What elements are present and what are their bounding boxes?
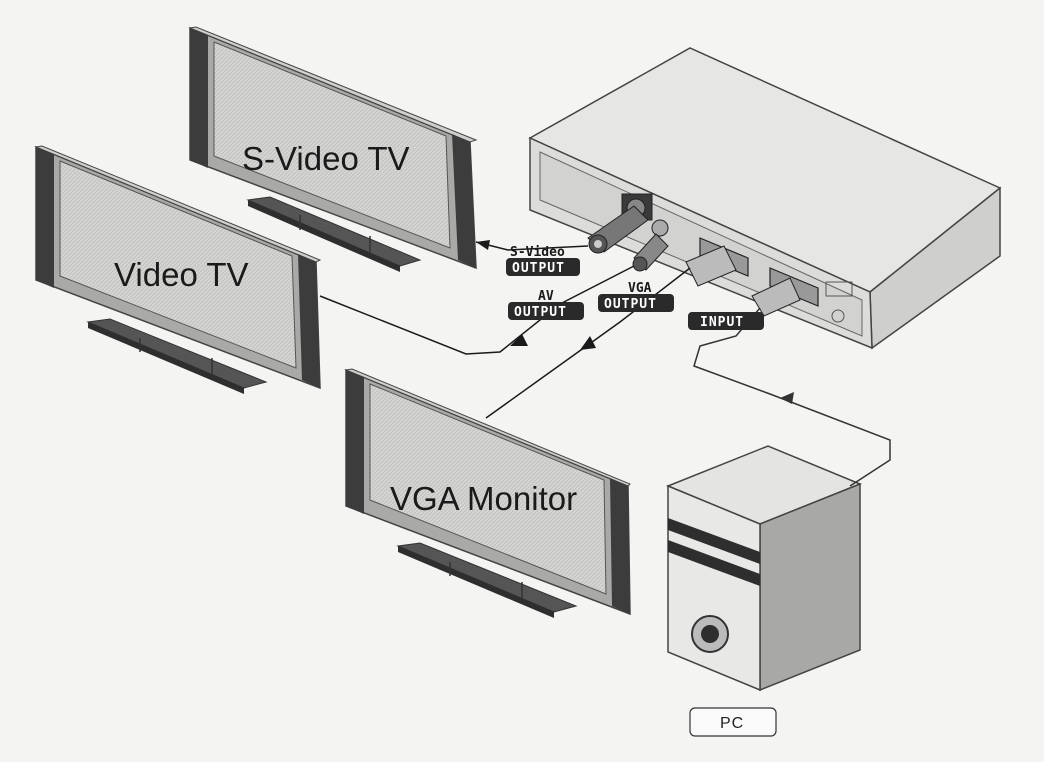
av-port-name: AV [538, 289, 554, 304]
input-cable [693, 307, 891, 487]
input-label: INPUT [688, 312, 764, 330]
vga-cable [485, 267, 691, 419]
svideo-output-label: S-Video OUTPUT [506, 245, 580, 276]
video-tv: Video TV [34, 145, 322, 394]
av-output-label: AV OUTPUT [508, 289, 584, 320]
vga-badge-text: OUTPUT [604, 297, 657, 312]
svideo-port-name: S-Video [510, 245, 565, 260]
vga-port-name: VGA [628, 281, 652, 296]
av-cable [319, 265, 635, 355]
cables [319, 241, 891, 487]
arrowheads [476, 240, 794, 404]
svideo-arrow [476, 240, 490, 250]
svideo-tv-label: S-Video TV [242, 140, 410, 177]
svideo-tv: S-Video TV [188, 26, 478, 272]
av-arrow [510, 334, 528, 346]
vga-monitor: VGA Monitor [344, 368, 631, 618]
av-badge-text: OUTPUT [514, 305, 567, 320]
av-badge [508, 302, 584, 320]
converter-box [528, 47, 1002, 350]
input-arrow [780, 392, 794, 404]
vga-badge [598, 294, 674, 312]
pc-label-text: PC [720, 715, 744, 732]
vga-arrow [580, 336, 596, 350]
input-badge-text: INPUT [700, 315, 744, 330]
vga-monitor-label: VGA Monitor [390, 480, 577, 517]
video-tv-label: Video TV [114, 256, 249, 293]
input-badge [688, 312, 764, 330]
pc-label: PC [689, 707, 777, 737]
svideo-badge [506, 258, 580, 276]
vga-output-label: VGA OUTPUT [598, 281, 674, 312]
svideo-badge-text: OUTPUT [512, 261, 565, 276]
pc-tower [666, 445, 862, 692]
